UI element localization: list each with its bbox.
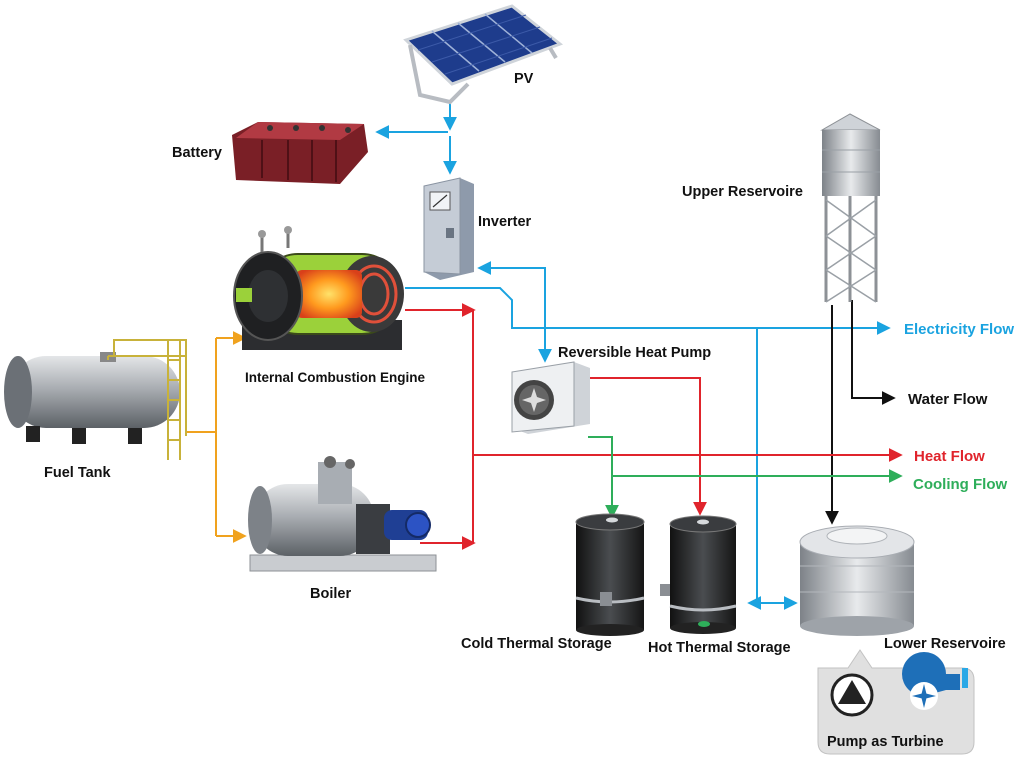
heat-pump-label: Reversible Heat Pump [558, 345, 711, 361]
ice-label: Internal Combustion Engine [245, 370, 425, 385]
upper-reservoir-icon [820, 113, 881, 303]
legend-water-flow: Water Flow [908, 391, 988, 408]
legend-cooling-flow: Cooling Flow [913, 476, 1007, 493]
upper-reservoir-label: Upper Reservoire [682, 184, 803, 200]
cold-thermal-storage-icon [575, 513, 645, 636]
pump-icon [830, 673, 874, 717]
heat-pump-to-hot-storage-line [590, 377, 707, 516]
heat-flow-lines [405, 303, 903, 550]
fuel-tank-icon [4, 339, 187, 460]
engine-to-grid-line [405, 287, 891, 335]
electricity-flow-lines [375, 100, 891, 610]
hot-thermal-storage-icon [660, 515, 737, 634]
heat-pump-cooling-line [588, 436, 619, 519]
heat-pump-icon [511, 361, 590, 434]
pump-turbine-label: Pump as Turbine [827, 734, 944, 750]
fuel-tank-label: Fuel Tank [44, 465, 112, 481]
fuel-flow-lines [185, 331, 247, 543]
inverter-label: Inverter [478, 214, 532, 230]
boiler-label: Boiler [310, 586, 351, 602]
grid-to-lower-reservoir-line [756, 328, 798, 610]
turbine-icon [902, 652, 968, 710]
battery-label: Battery [172, 145, 222, 161]
water-legend-line [851, 300, 896, 405]
hot-storage-label: Hot Thermal Storage [648, 640, 791, 656]
lower-reservoir-label: Lower Reservoire [884, 636, 1006, 652]
cold-storage-label: Cold Thermal Storage [461, 636, 612, 652]
pump-as-turbine-callout [817, 649, 975, 755]
pv-panel-icon [403, 4, 564, 105]
cooling-flow-lines [588, 436, 903, 519]
pv-label: PV [514, 71, 534, 87]
inverter-to-heat-pump-line [477, 261, 552, 363]
battery-icon [232, 122, 368, 184]
internal-combustion-engine-icon [233, 226, 404, 350]
legend-heat-flow: Heat Flow [914, 448, 985, 465]
inverter-icon [423, 177, 474, 280]
legend-electricity-flow: Electricity Flow [904, 321, 1014, 338]
water-flow-lines [825, 300, 896, 525]
lower-reservoir-icon [799, 525, 915, 636]
boiler-icon [248, 456, 437, 572]
